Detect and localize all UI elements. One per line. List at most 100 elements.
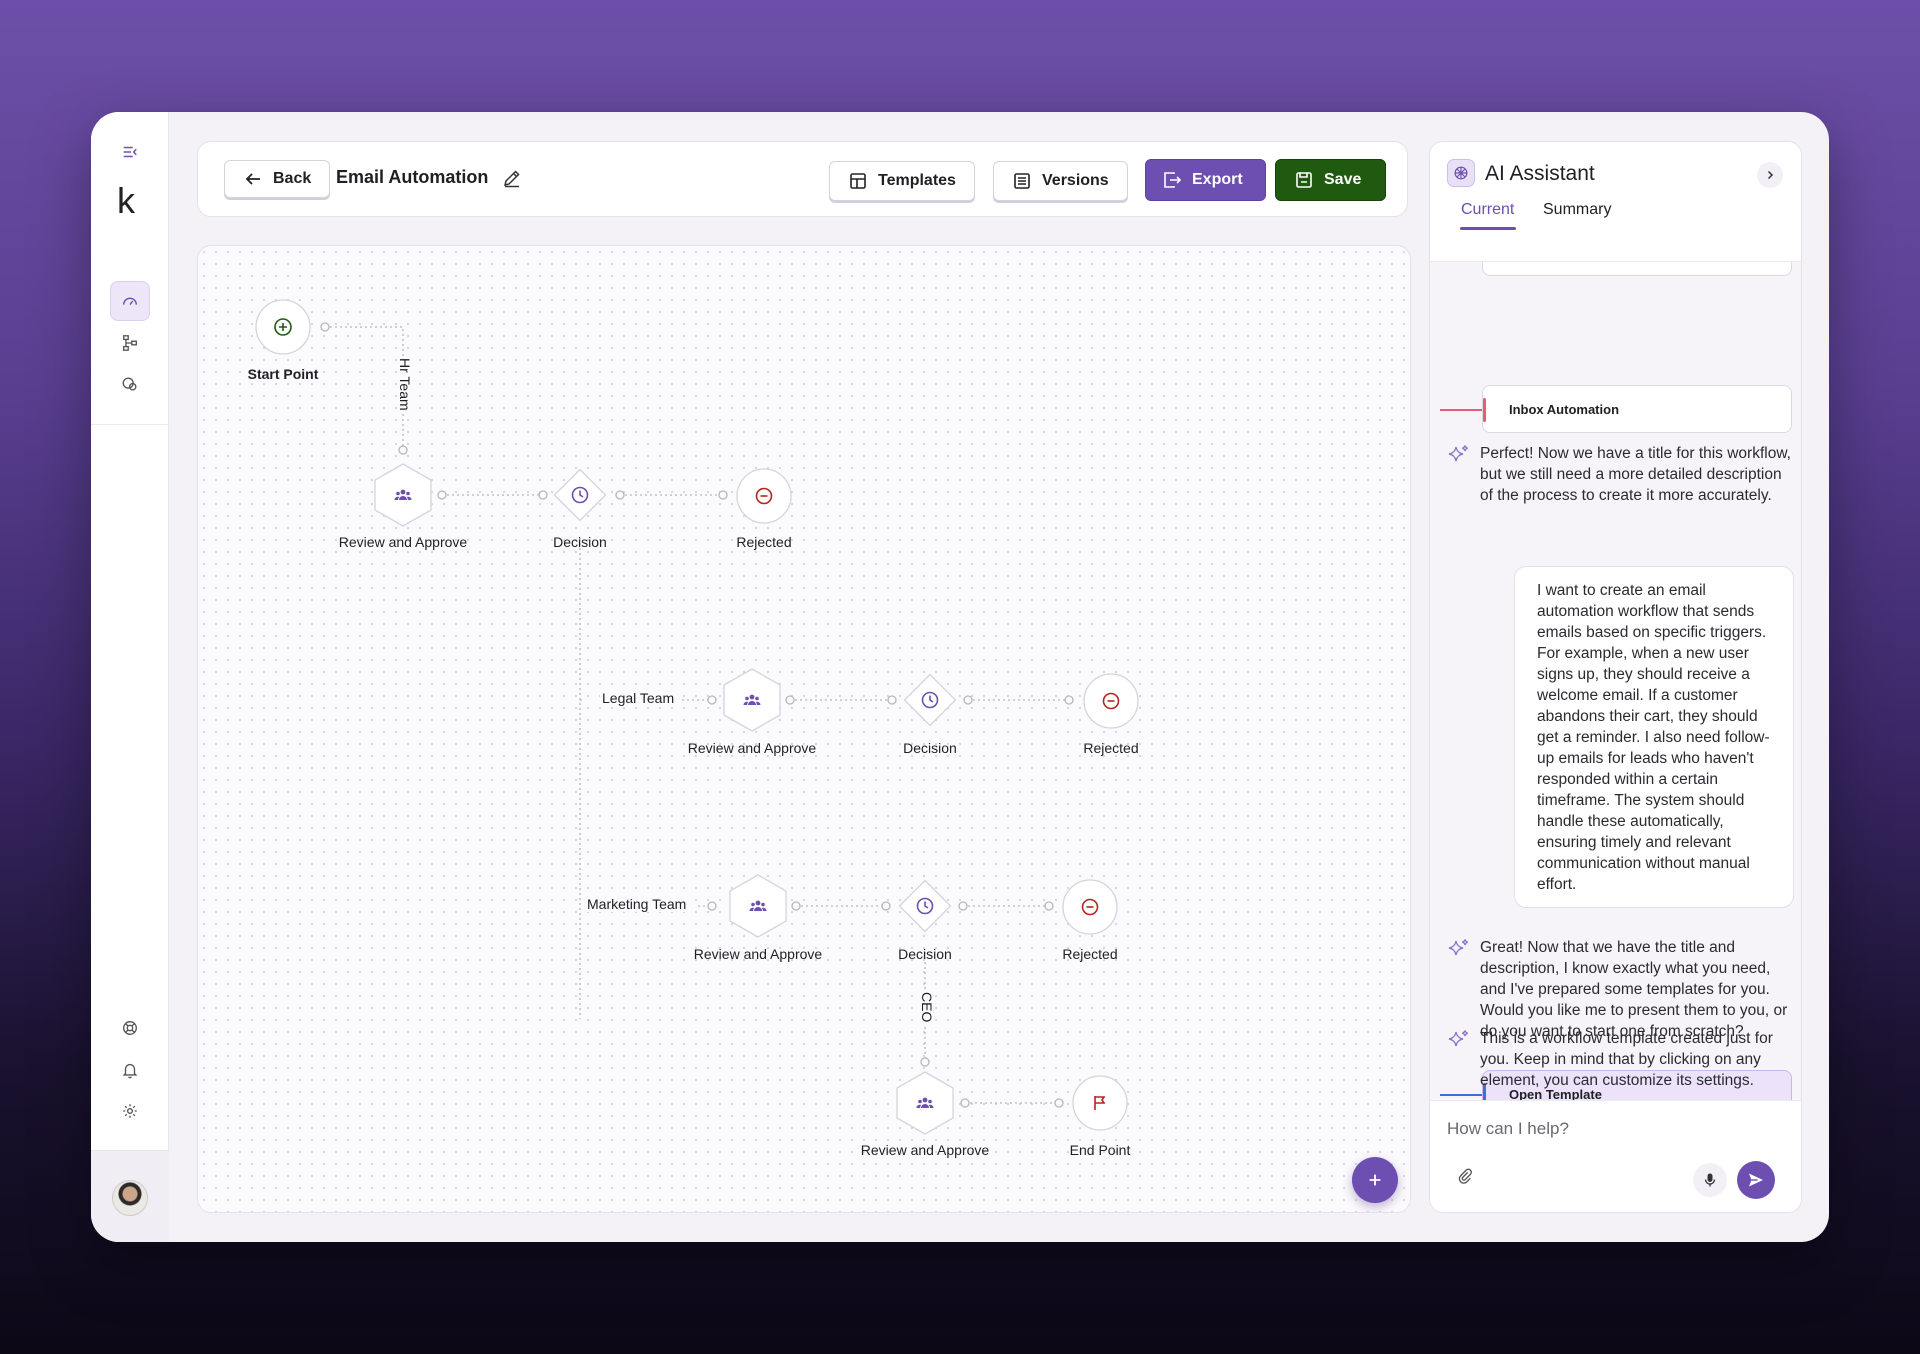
flow-icon[interactable]	[110, 323, 150, 363]
assistant-message-text: Great! Now that we have the title and de…	[1480, 939, 1788, 1040]
decision-label: Decision	[903, 740, 957, 756]
templates-label: Templates	[878, 172, 956, 189]
versions-button[interactable]: Versions	[993, 161, 1128, 201]
page-title: Email Automation	[336, 167, 489, 187]
back-button[interactable]: Back	[224, 160, 331, 198]
assistant-message: This is a workflow template created just…	[1446, 1028, 1796, 1091]
export-button[interactable]: Export	[1145, 159, 1266, 201]
send-icon	[1749, 1173, 1763, 1187]
pill-connector	[1440, 1094, 1482, 1096]
edge-label-hr: Hr Team	[397, 356, 413, 413]
dashboard-icon[interactable]	[110, 281, 150, 321]
review-label: Review and Approve	[693, 946, 823, 962]
user-area	[91, 1150, 169, 1242]
templates-button[interactable]: Templates	[829, 161, 975, 201]
edge-label-marketing: Marketing Team	[585, 896, 689, 912]
tab-summary[interactable]: Summary	[1543, 201, 1612, 218]
bell-icon[interactable]	[110, 1050, 150, 1090]
review-node[interactable]	[728, 874, 788, 938]
decision-node[interactable]	[895, 876, 955, 936]
sparkle-icon	[1448, 445, 1468, 462]
review-node[interactable]	[895, 1071, 955, 1135]
review-label: Review and Approve	[687, 740, 817, 756]
plus-icon	[1369, 1174, 1381, 1186]
chevron-right-icon	[1767, 170, 1774, 180]
versions-label: Versions	[1042, 172, 1109, 189]
toolbar: Back Email Automation Templates Versions…	[197, 141, 1408, 217]
sparkle-icon	[1448, 1030, 1468, 1047]
review-node[interactable]	[373, 463, 433, 527]
minus-circle-icon	[755, 487, 773, 505]
rejected-node[interactable]	[1062, 879, 1118, 935]
edge-label-legal: Legal Team	[600, 690, 677, 706]
rejected-label: Rejected	[736, 534, 792, 550]
collapse-panel-button[interactable]	[1757, 162, 1783, 188]
avatar[interactable]	[112, 1180, 148, 1216]
flag-icon	[1094, 1096, 1106, 1110]
back-label: Back	[273, 170, 312, 187]
review-node[interactable]	[722, 668, 782, 732]
sparkle-icon	[1448, 939, 1468, 956]
decision-node[interactable]	[900, 670, 960, 730]
left-rail: k	[91, 112, 169, 1242]
review-label: Review and Approve	[860, 1142, 990, 1158]
rejected-node[interactable]	[1083, 673, 1139, 729]
chat-composer	[1430, 1100, 1801, 1212]
assistant-message-text: Perfect! Now we have a title for this wo…	[1480, 445, 1791, 504]
send-button[interactable]	[1737, 1161, 1775, 1199]
plus-circle-icon	[274, 318, 292, 336]
panel-title: AI Assistant	[1485, 162, 1595, 185]
app-logo[interactable]: k	[117, 180, 135, 221]
chat-thread[interactable]: Inbox Automation Perfect! Now we have a …	[1430, 228, 1801, 1118]
rejected-label: Rejected	[1083, 740, 1139, 756]
decision-label: Decision	[553, 534, 607, 550]
assistant-message: Perfect! Now we have a title for this wo…	[1446, 443, 1796, 506]
assistant-message: Great! Now that we have the title and de…	[1446, 937, 1796, 1042]
chat-input[interactable]	[1447, 1119, 1747, 1139]
inbox-automation-chip[interactable]: Inbox Automation	[1482, 385, 1792, 433]
arrow-left-icon	[245, 173, 260, 185]
clock-icon	[571, 486, 589, 504]
start-label: Start Point	[247, 366, 319, 382]
ai-assistant-panel: AI Assistant Current Summary Inbox Autom…	[1429, 141, 1802, 1213]
tab-underline	[1460, 227, 1516, 230]
rejected-label: Rejected	[1062, 946, 1118, 962]
edge-label-ceo: CEO	[919, 990, 935, 1025]
clock-icon	[916, 897, 934, 915]
integrations-icon[interactable]	[110, 364, 150, 404]
start-node[interactable]	[255, 299, 311, 355]
mic-button[interactable]	[1693, 1163, 1727, 1197]
edge-start-review	[325, 326, 404, 446]
end-label: End Point	[1069, 1142, 1131, 1158]
ai-logo-icon	[1447, 159, 1475, 187]
support-icon[interactable]	[110, 1008, 150, 1048]
decision-node[interactable]	[550, 465, 610, 525]
panel-header: AI Assistant Current Summary	[1430, 142, 1801, 262]
pill-connector	[1440, 409, 1482, 411]
group-icon	[749, 900, 767, 911]
group-icon	[743, 694, 761, 705]
pencil-icon[interactable]	[501, 167, 523, 189]
menu-collapse-icon[interactable]	[110, 132, 150, 172]
workflow-canvas[interactable]: Start Point Review and Approve Decision …	[197, 245, 1411, 1213]
app-window: k Back Email Automation	[91, 112, 1829, 1242]
end-node[interactable]	[1072, 1075, 1128, 1131]
add-node-button[interactable]	[1352, 1157, 1398, 1203]
save-label: Save	[1324, 171, 1362, 188]
rejected-node[interactable]	[736, 468, 792, 524]
gear-icon[interactable]	[110, 1091, 150, 1131]
save-button[interactable]: Save	[1275, 159, 1387, 201]
clock-icon	[921, 691, 939, 709]
assistant-message-text: This is a workflow template created just…	[1480, 1030, 1773, 1089]
decision-label: Decision	[898, 946, 952, 962]
list-icon	[1014, 173, 1030, 189]
tab-current[interactable]: Current	[1461, 201, 1515, 218]
group-icon	[916, 1097, 934, 1108]
user-message: I want to create an email automation wor…	[1514, 566, 1794, 908]
paperclip-icon[interactable]	[1456, 1167, 1474, 1185]
templates-icon	[850, 173, 866, 189]
export-icon	[1164, 172, 1182, 188]
chip-label: Open Template	[1509, 1086, 1602, 1102]
mic-icon	[1704, 1173, 1716, 1187]
rail-divider	[91, 424, 169, 425]
